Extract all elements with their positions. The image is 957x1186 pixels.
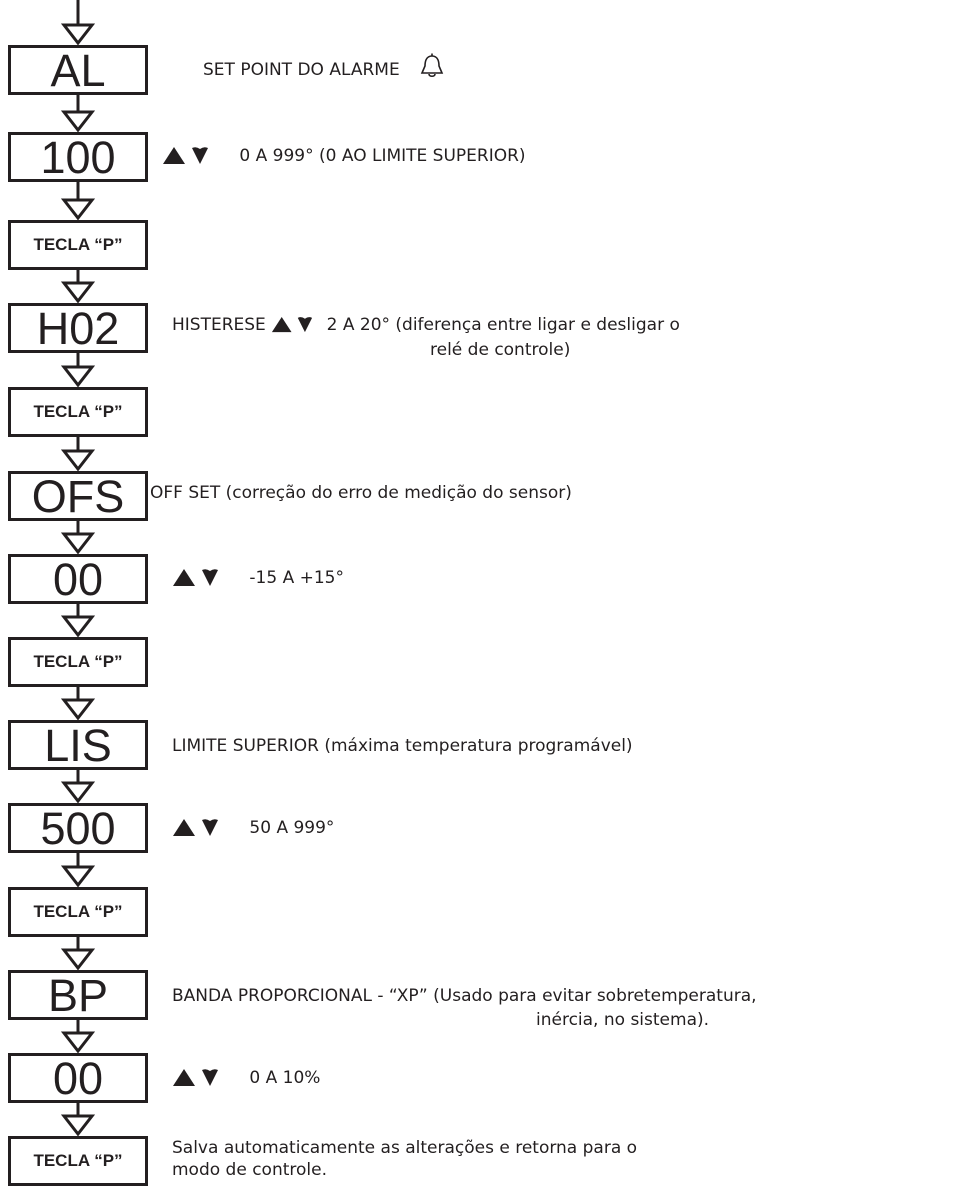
prop-band-range-text: 0 A 10% xyxy=(249,1068,321,1088)
prop-band-range-label: 0 A 10% xyxy=(172,1068,320,1088)
key-p-box-5: TECLA “P” xyxy=(8,1136,148,1186)
offset-range-text: -15 A +15° xyxy=(249,568,344,588)
alarm-setpoint-text: SET POINT DO ALARME xyxy=(203,60,400,80)
down-arrow-icon xyxy=(61,687,95,720)
save-label: Salva automaticamente as alterações e re… xyxy=(172,1138,638,1158)
al-box-label: AL xyxy=(50,44,106,96)
key-p-label-3: TECLA “P” xyxy=(33,652,123,671)
prop-band-value-box: 00 xyxy=(8,1053,148,1103)
up-down-triangles-icon xyxy=(272,316,313,333)
down-arrow-icon xyxy=(61,353,95,387)
upper-limit-value-box: 500 xyxy=(8,803,148,853)
prop-band-box-label: BP xyxy=(47,969,109,1021)
setpoint-range-text: 0 A 999° (0 AO LIMITE SUPERIOR) xyxy=(239,146,526,166)
hysteresis-name: HISTERESE xyxy=(172,315,266,335)
prop-band-label: BANDA PROPORCIONAL - “XP” (Usado para ev… xyxy=(172,986,757,1006)
offset-range-label: -15 A +15° xyxy=(172,568,344,588)
down-arrow-icon xyxy=(61,95,95,132)
down-arrow-icon xyxy=(61,182,95,220)
key-p-box-1: TECLA “P” xyxy=(8,220,148,270)
offset-label: OFF SET (correção do erro de medição do … xyxy=(150,483,572,503)
prop-band-line2: inércia, no sistema). xyxy=(536,1010,710,1030)
hysteresis-range-line2: relé de controle) xyxy=(430,340,571,360)
down-arrow-icon xyxy=(61,604,95,637)
al-box: AL xyxy=(8,45,148,95)
up-down-triangles-icon xyxy=(163,147,208,164)
upper-limit-box-label: LIS xyxy=(44,719,112,771)
alarm-setpoint-label: SET POINT DO ALARME xyxy=(203,53,447,80)
down-arrow-icon xyxy=(61,0,95,45)
down-arrow-icon xyxy=(61,1020,95,1053)
key-p-box-3: TECLA “P” xyxy=(8,637,148,687)
key-p-label-2: TECLA “P” xyxy=(33,402,123,421)
upper-limit-box: LIS xyxy=(8,720,148,770)
down-arrow-icon xyxy=(61,937,95,970)
upper-limit-value: 500 xyxy=(40,802,116,854)
key-p-label-4: TECLA “P” xyxy=(33,902,123,921)
key-p-box-2: TECLA “P” xyxy=(8,387,148,437)
up-down-triangles-icon xyxy=(173,1069,218,1086)
down-arrow-icon xyxy=(61,437,95,471)
offset-value: 00 xyxy=(52,553,104,605)
key-p-label-1: TECLA “P” xyxy=(33,235,123,254)
key-p-box-4: TECLA “P” xyxy=(8,887,148,937)
hysteresis-box: H02 xyxy=(8,303,148,353)
upper-limit-label: LIMITE SUPERIOR (máxima temperatura prog… xyxy=(172,736,633,756)
down-arrow-icon xyxy=(61,770,95,803)
up-down-triangles-icon xyxy=(173,819,218,836)
prop-band-value: 00 xyxy=(52,1052,104,1104)
down-arrow-icon xyxy=(61,853,95,887)
save-label-line2: modo de controle. xyxy=(172,1160,328,1180)
offset-box: OFS xyxy=(8,471,148,521)
down-arrow-icon xyxy=(61,1103,95,1136)
down-arrow-icon xyxy=(61,270,95,303)
offset-value-box: 00 xyxy=(8,554,148,604)
up-down-triangles-icon xyxy=(173,569,218,586)
offset-box-label: OFS xyxy=(31,470,125,522)
setpoint-value-box: 100 xyxy=(8,132,148,182)
setpoint-range-label: 0 A 999° (0 AO LIMITE SUPERIOR) xyxy=(162,146,526,166)
setpoint-value: 100 xyxy=(40,131,116,183)
upper-limit-range-text: 50 A 999° xyxy=(249,818,335,838)
down-arrow-icon xyxy=(61,521,95,554)
hysteresis-box-label: H02 xyxy=(36,302,120,354)
hysteresis-label: HISTERESE 2 A 20° (diferença entre ligar… xyxy=(172,315,680,335)
hysteresis-range-text: 2 A 20° (diferença entre ligar e desliga… xyxy=(326,315,680,335)
upper-limit-range-label: 50 A 999° xyxy=(172,818,334,838)
prop-band-box: BP xyxy=(8,970,148,1020)
key-p-label-5: TECLA “P” xyxy=(33,1151,123,1170)
bell-icon xyxy=(420,53,444,78)
